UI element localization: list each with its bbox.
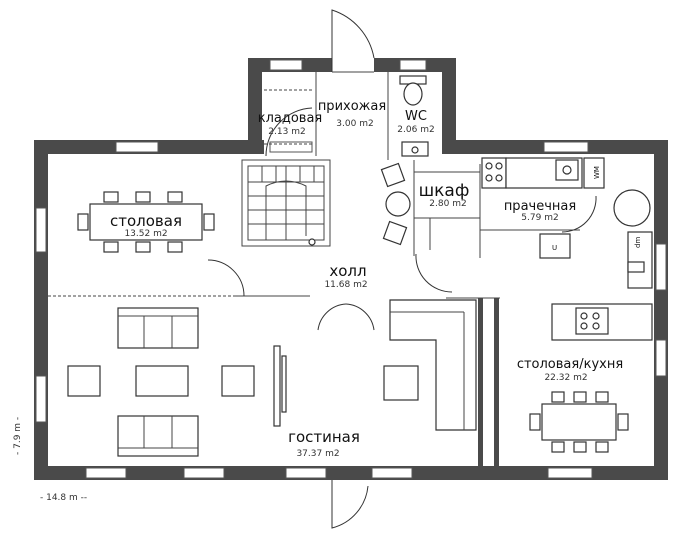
pantry-shelves xyxy=(264,89,314,145)
entrance-area: 3.00 m2 xyxy=(336,119,373,129)
doors xyxy=(207,9,597,529)
width-dimension: - 14.8 m -- xyxy=(40,493,87,503)
kitchen-fixtures: WM U dm xyxy=(481,157,653,341)
interior-walls xyxy=(48,72,580,466)
living-furniture xyxy=(67,299,477,457)
wc-label: WC xyxy=(405,109,427,124)
wardrobe-label: шкаф xyxy=(419,181,470,201)
washer-label: WM xyxy=(593,166,601,179)
living-label: гостиная xyxy=(288,428,360,446)
pantry-area: 2.13 m2 xyxy=(268,127,305,137)
pantry-label: кладовая xyxy=(258,111,323,126)
wc-area: 2.06 m2 xyxy=(397,125,434,135)
wc-fixtures xyxy=(399,75,429,157)
entrance-label: прихожая xyxy=(318,99,386,114)
svg-text:U: U xyxy=(552,244,557,252)
laundry-label: прачечная xyxy=(504,199,576,214)
dining-table xyxy=(77,191,215,253)
dining-area: 13.52 m2 xyxy=(124,229,167,239)
kitchen-table xyxy=(529,391,629,453)
staircase xyxy=(247,165,325,246)
hall-chairs xyxy=(380,162,411,246)
living-area: 37.37 m2 xyxy=(296,449,339,459)
kitchen-dining-label: столовая/кухня xyxy=(517,357,623,372)
wardrobe-area: 2.80 m2 xyxy=(429,199,466,209)
dishwasher-label: dm xyxy=(634,237,642,248)
dining-label: столовая xyxy=(110,212,182,230)
windows xyxy=(35,59,667,479)
hall-area: 11.68 m2 xyxy=(324,280,367,290)
laundry-area: 5.79 m2 xyxy=(521,213,558,223)
dimensions: - 7.9 m - - 14.8 m -- xyxy=(13,417,87,503)
kitchen-dining-area: 22.32 m2 xyxy=(544,373,587,383)
hall-label: холл xyxy=(329,262,366,280)
height-dimension: - 7.9 m - xyxy=(13,417,23,455)
room-labels: кладовая 2.13 m2 прихожая 3.00 m2 WC 2.0… xyxy=(110,99,623,459)
